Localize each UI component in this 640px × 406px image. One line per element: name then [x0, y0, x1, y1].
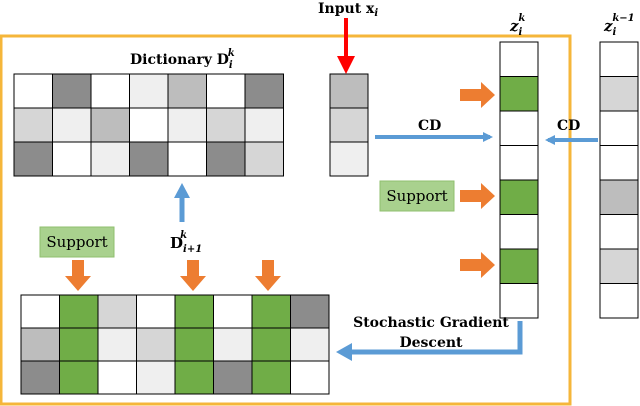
input-arrow-head [337, 56, 355, 74]
z-prev-cell [599, 76, 639, 112]
input-column-cell [329, 73, 369, 109]
dictionary-top-cell [167, 73, 207, 109]
dictionary-top-cell [52, 107, 92, 143]
dictionary-top-cell [52, 73, 92, 109]
dictionary-top-cell [13, 73, 53, 109]
dictionary-label: Dictionary Dik [130, 48, 235, 71]
z-prev-column [599, 41, 639, 319]
dictionary-top-cell [206, 73, 246, 109]
cd-label-left: CD [418, 118, 441, 134]
sgd-label-line2: Descent [399, 335, 463, 351]
dictionary-bottom-cell [251, 327, 291, 362]
dictionary-bottom-cell [97, 294, 137, 329]
z-current-cell [499, 248, 539, 284]
dictionary-bottom-cell [251, 294, 291, 329]
sgd-arrow [350, 321, 523, 355]
dictionary-bottom-cell [136, 294, 176, 329]
dictionary-bottom-cell [174, 327, 214, 362]
dictionary-top-cell [90, 141, 130, 177]
dictionary-top-cell [244, 73, 284, 109]
dictionary-top-cell [129, 73, 169, 109]
z-current-cell [499, 179, 539, 215]
z-prev-cell [599, 248, 639, 284]
dictionary-bottom-cell [213, 294, 253, 329]
dictionary-top-cell [13, 107, 53, 143]
dictionary-top-cell [129, 141, 169, 177]
dictionary-top-cell [244, 107, 284, 143]
dictionary-top-cell [90, 107, 130, 143]
sgd-arrow-head [336, 343, 352, 361]
orange-arrow-down1 [65, 260, 91, 291]
dictionary-bottom-cell [213, 360, 253, 395]
support-box-right [379, 180, 455, 212]
z-current-cell [499, 76, 539, 112]
dictionary-bottom-cell [20, 327, 60, 362]
dictionary-bottom-cell [20, 360, 60, 395]
dictionary-top-cell [90, 73, 130, 109]
z-current-cell [499, 110, 539, 146]
input-label: Input xi [318, 1, 378, 19]
z-prev-cell [599, 145, 639, 181]
orange-arrow-down2 [180, 260, 206, 291]
sgd-label-line1: Stochastic Gradient [353, 315, 509, 331]
z-current-cell [499, 283, 539, 319]
orange-arrow-down3 [255, 260, 281, 291]
dictionary-top-cell [244, 141, 284, 177]
dictionary-bottom-cell [59, 360, 99, 395]
support-box-left [39, 226, 115, 258]
dictionary-bottom-cell [59, 327, 99, 362]
dictionary-bottom-cell [251, 360, 291, 395]
dictionary-bottom-cell [213, 327, 253, 362]
dictionary-bottom-cell [290, 360, 330, 395]
input-column-cell [329, 107, 369, 143]
dictionary-top-cell [52, 141, 92, 177]
cd-label-right: CD [557, 118, 580, 134]
z-current-cell [499, 145, 539, 181]
dictionary-top-grid [13, 73, 284, 177]
dictionary-top-cell [206, 107, 246, 143]
orange-arrow-z1 [460, 82, 495, 108]
z-prev-cell [599, 179, 639, 215]
dictionary-bottom-cell [136, 327, 176, 362]
outer-frame [0, 34, 572, 406]
dictionary-next-label: Di+1k [170, 230, 202, 255]
z-prev-cell [599, 214, 639, 250]
dictionary-bottom-cell [174, 294, 214, 329]
z-current-label: zik [509, 13, 525, 38]
dictionary-top-cell [167, 141, 207, 177]
dictionary-bottom-grid [20, 294, 330, 395]
input-column [329, 73, 369, 177]
z-current-cell [499, 41, 539, 77]
dictionary-bottom-cell [20, 294, 60, 329]
z-current-cell [499, 214, 539, 250]
support-label-left: Support [46, 233, 107, 251]
z-current-column [499, 41, 539, 319]
dictionary-top-cell [13, 141, 53, 177]
dictionary-top-cell [206, 141, 246, 177]
dictionary-top-cell [129, 107, 169, 143]
dictionary-bottom-cell [97, 360, 137, 395]
dictionary-bottom-cell [174, 360, 214, 395]
z-prev-cell [599, 283, 639, 319]
dictionary-bottom-cell [290, 294, 330, 329]
dictionary-bottom-cell [59, 294, 99, 329]
orange-arrow-z3 [460, 252, 495, 278]
dictionary-top-cell [167, 107, 207, 143]
support-label-right: Support [386, 187, 447, 205]
update-arrow-head [174, 183, 190, 198]
dictionary-bottom-cell [97, 327, 137, 362]
z-prev-label: zik−1 [603, 13, 635, 38]
dictionary-bottom-cell [136, 360, 176, 395]
orange-arrow-z2 [460, 183, 495, 209]
dictionary-bottom-cell [290, 327, 330, 362]
z-prev-cell [599, 41, 639, 77]
z-prev-cell [599, 110, 639, 146]
input-column-cell [329, 141, 369, 177]
